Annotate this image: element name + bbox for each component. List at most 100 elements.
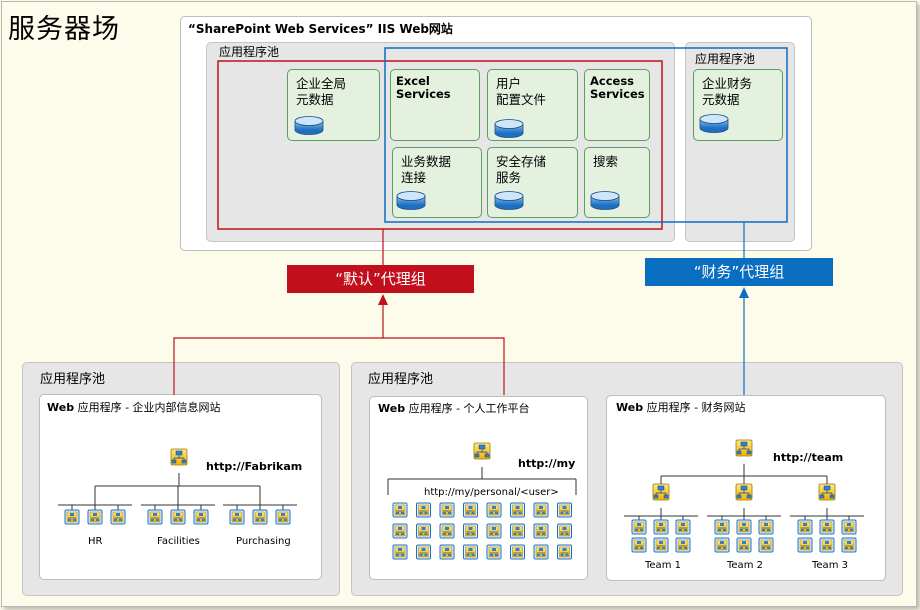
default-group-outline xyxy=(217,60,663,230)
database-icon xyxy=(294,116,324,135)
service-profile: 用户 配置文件 xyxy=(487,69,578,141)
web-app-team-title: Web 应用程序 - 财务网站 xyxy=(616,400,746,415)
site-icon xyxy=(653,519,669,535)
personal-site-icon xyxy=(557,544,572,560)
bottom-app-pool-1-label: 应用程序池 xyxy=(40,372,106,387)
personal-site-icon xyxy=(463,502,478,518)
site-icon xyxy=(170,509,186,525)
database-icon xyxy=(590,191,620,210)
team-site-icon xyxy=(735,483,753,501)
personal-site-icon xyxy=(557,523,572,539)
personal-site-icon xyxy=(533,523,549,539)
site-icon xyxy=(758,537,774,553)
personal-site-icon xyxy=(439,523,455,539)
personal-site-icon xyxy=(486,502,502,518)
finance-proxy-group: “财务”代理组 xyxy=(645,258,833,286)
site-icon xyxy=(631,519,647,535)
personal-site-icon xyxy=(439,544,455,560)
iis-website-title: “SharePoint Web Services” IIS Web网站 xyxy=(188,22,453,36)
service-profile-label: 用户 配置文件 xyxy=(496,76,547,107)
my-url: http://my xyxy=(518,457,576,470)
site-icon xyxy=(797,519,813,535)
site-icon xyxy=(252,509,268,525)
personal-site-icon xyxy=(510,502,525,518)
team-3-label: Team 3 xyxy=(812,560,848,571)
service-access: Access Services xyxy=(584,69,650,141)
site-icon xyxy=(87,509,103,525)
personal-site-icon xyxy=(416,523,431,539)
personal-site-icon xyxy=(533,544,549,560)
web-app-my-title: Web 应用程序 - 个人工作平台 xyxy=(378,401,530,416)
team-site-icon xyxy=(652,483,670,501)
personal-site-icon xyxy=(486,544,502,560)
web-app-intranet-prefix: Web xyxy=(47,401,75,414)
database-icon xyxy=(494,191,524,210)
web-app-intranet xyxy=(39,394,322,580)
site-icon xyxy=(736,519,752,535)
web-app-my-name: 应用程序 - 个人工作平台 xyxy=(405,402,530,415)
personal-site-icon xyxy=(486,523,502,539)
app-pool-left-label: 应用程序池 xyxy=(219,45,280,59)
web-app-team-prefix: Web xyxy=(616,401,644,414)
site-collection-icon xyxy=(735,439,753,457)
service-excel: Excel Services xyxy=(390,69,480,141)
default-group-branch xyxy=(173,337,505,395)
site-icon xyxy=(736,537,752,553)
personal-site-icon xyxy=(463,544,478,560)
personal-site-icon xyxy=(463,523,478,539)
finance-group-outline xyxy=(384,47,788,223)
site-facilities-label: Facilities xyxy=(157,536,200,547)
service-secure-store-label: 安全存储 服务 xyxy=(496,154,547,185)
default-proxy-group: “默认”代理组 xyxy=(287,265,474,293)
service-bdc-label: 企业全局 元数据 xyxy=(296,76,347,107)
site-icon xyxy=(675,519,691,535)
site-icon xyxy=(275,509,291,525)
site-icon xyxy=(193,509,209,525)
site-icon xyxy=(64,509,80,525)
my-personal-url: http://my/personal/<user> xyxy=(424,487,559,498)
site-icon xyxy=(758,519,774,535)
service-access-label: Access Services xyxy=(590,74,645,101)
site-icon xyxy=(714,537,730,553)
finance-group-arrowhead xyxy=(739,287,749,298)
site-icon xyxy=(653,537,669,553)
site-icon xyxy=(631,537,647,553)
team-url: http://team xyxy=(773,451,844,464)
site-icon xyxy=(797,537,813,553)
site-icon xyxy=(841,519,857,535)
personal-site-icon xyxy=(392,502,408,518)
service-finance-bdc-label: 企业财务 元数据 xyxy=(702,76,753,107)
personal-site-icon xyxy=(416,544,431,560)
personal-site-icon xyxy=(510,523,525,539)
personal-site-icon xyxy=(557,502,572,518)
site-hr-label: HR xyxy=(88,536,103,547)
web-app-team-name: 应用程序 - 财务网站 xyxy=(643,401,746,414)
database-icon xyxy=(396,191,426,210)
team-2-label: Team 2 xyxy=(727,560,763,571)
site-icon xyxy=(147,509,163,525)
page-title: 服务器场 xyxy=(8,14,120,45)
site-icon xyxy=(819,537,835,553)
web-app-my-prefix: Web xyxy=(378,402,406,415)
site-collection-icon xyxy=(473,442,491,460)
team-site-icon xyxy=(818,483,836,501)
service-search-label: 搜索 xyxy=(593,154,619,169)
service-excel-label: Excel Services xyxy=(396,74,451,101)
personal-site-icon xyxy=(533,502,549,518)
default-group-arrowhead xyxy=(378,294,388,305)
personal-site-icon xyxy=(392,544,408,560)
personal-site-icon xyxy=(510,544,525,560)
personal-site-icon xyxy=(392,523,408,539)
site-icon xyxy=(229,509,245,525)
site-icon xyxy=(675,537,691,553)
site-icon xyxy=(841,537,857,553)
web-app-intranet-name: 应用程序 - 企业内部信息网站 xyxy=(74,401,221,414)
bottom-app-pool-2-label: 应用程序池 xyxy=(368,372,434,387)
personal-site-icon xyxy=(439,502,455,518)
site-icon xyxy=(819,519,835,535)
site-icon xyxy=(714,519,730,535)
personal-site-icon xyxy=(416,502,431,518)
site-icon xyxy=(110,509,126,525)
database-icon xyxy=(494,119,524,138)
